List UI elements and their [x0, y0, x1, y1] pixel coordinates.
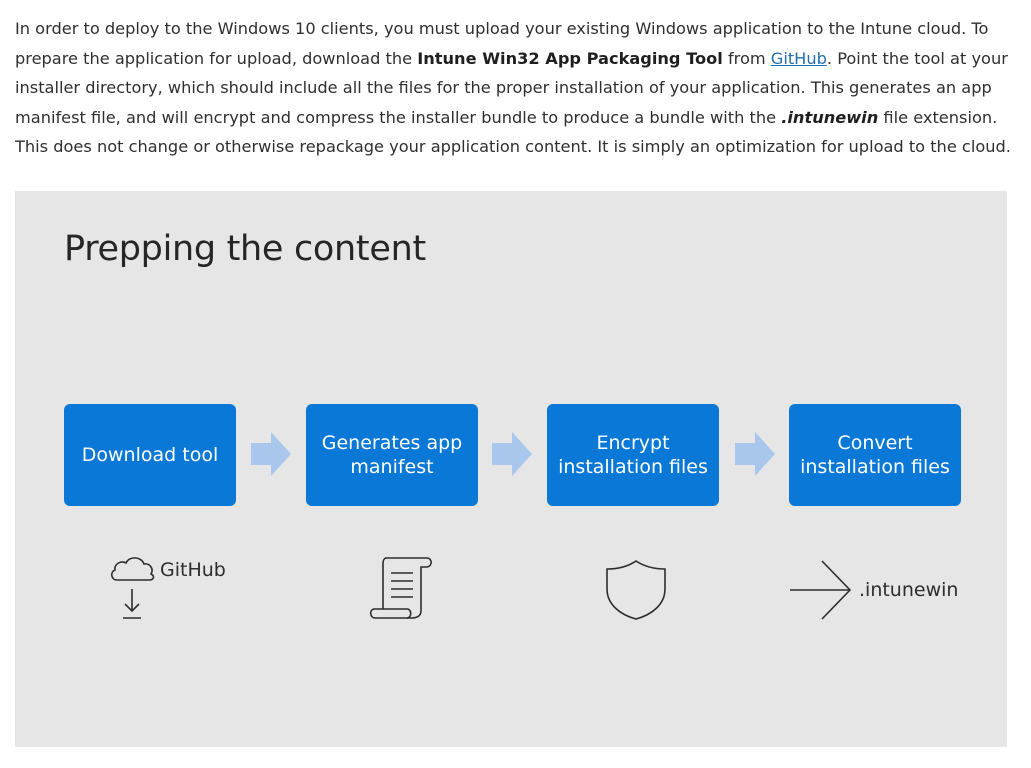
intro-text-2: from — [722, 48, 771, 68]
github-link[interactable]: GitHub — [770, 48, 827, 68]
tool-name: Intune Win32 App Packaging Tool — [417, 48, 723, 68]
intunewin-label: .intunewin — [859, 579, 959, 601]
file-extension: .intunewin — [781, 107, 879, 127]
intro-text-1: In order to deploy to the Windows 10 cli… — [15, 19, 989, 68]
shield-icon — [606, 560, 666, 620]
step-convert-files: Convert installation files — [789, 404, 961, 506]
github-label: GitHub — [160, 559, 226, 581]
diagram-title: Prepping the content — [64, 229, 426, 269]
step-encrypt-files: Encrypt installation files — [547, 404, 719, 506]
intro-paragraph: In order to deploy to the Windows 10 cli… — [15, 14, 1015, 162]
cloud-download-icon — [111, 557, 155, 619]
step-download-tool: Download tool — [64, 404, 236, 506]
scroll-icon — [369, 557, 432, 619]
step-generate-manifest: Generates app manifest — [306, 404, 478, 506]
process-diagram: Prepping the content Download tool Gener… — [15, 191, 1007, 747]
intro-text-3: . Point the tool at your installer direc… — [15, 48, 1008, 127]
arrow-right-icon — [251, 432, 291, 476]
intro-text-4: file extension. This does not change or … — [15, 107, 1011, 157]
arrow-right-icon — [790, 560, 852, 620]
arrow-right-icon — [492, 432, 532, 476]
arrow-right-icon — [735, 432, 775, 476]
